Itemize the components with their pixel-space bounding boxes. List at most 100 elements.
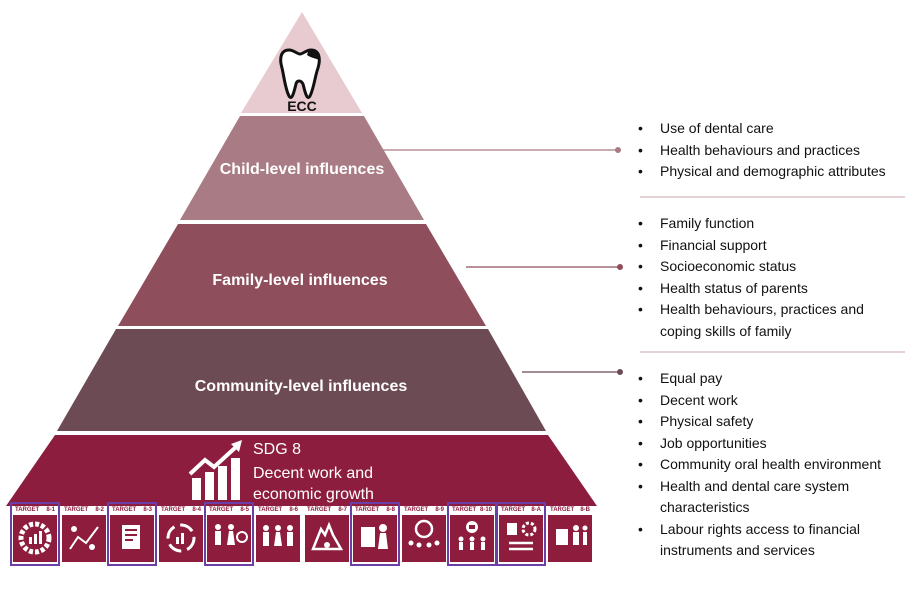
target-tile-8-4: TARGET 8-4	[159, 506, 203, 562]
sdg-growth-chart-icon	[188, 440, 242, 500]
target-tag-label: TARGET	[161, 507, 186, 513]
list-item: Health status of parents	[638, 278, 908, 300]
list-item: Decent work	[638, 390, 918, 412]
target-tag-number: 8-6	[289, 507, 298, 513]
youth-strategy-icon	[556, 525, 588, 545]
target-tile-8-1: TARGET 8-1	[13, 506, 57, 562]
connector-community	[522, 369, 623, 375]
highlight-box-8-5	[204, 502, 254, 566]
target-tag-label: TARGET	[452, 507, 477, 513]
target-tag-label: TARGET	[258, 507, 283, 513]
target-tile-8-7: TARGET 8-7	[305, 506, 349, 562]
target-tag-number: 8-B	[580, 507, 590, 513]
list-item: Use of dental care	[638, 118, 918, 140]
target-tag-number: 8-4	[192, 507, 201, 513]
target-tag: TARGET 8-9	[402, 506, 446, 515]
highlight-box-8-8	[350, 502, 400, 566]
productivity-chart-icon	[69, 526, 99, 550]
target-tag: TARGET 8-5	[207, 506, 251, 515]
highlight-box-8-a	[496, 502, 546, 566]
resource-efficiency-icon	[166, 523, 196, 553]
aid-for-trade-icon	[507, 521, 537, 551]
tier-sdg-base	[6, 435, 597, 506]
target-tag-label: TARGET	[209, 507, 234, 513]
tier-community-label: Community-level influences	[195, 378, 408, 395]
target-tile-8-b: TARGET 8-B	[548, 506, 592, 562]
target-tag-label: TARGET	[355, 507, 380, 513]
sdg-line-2: economic growth	[253, 486, 374, 503]
target-tag-label: TARGET	[501, 507, 526, 513]
target-tag-number: 8-10	[479, 507, 492, 513]
tier-child-label: Child-level influences	[220, 161, 385, 178]
target-tag-label: TARGET	[550, 507, 575, 513]
connector-child	[372, 147, 621, 153]
target-tag-number: 8-8	[386, 507, 395, 513]
target-tag-number: 8-7	[338, 507, 347, 513]
target-tag-label: TARGET	[307, 507, 332, 513]
target-tag: TARGET 8-B	[548, 506, 592, 515]
target-tile-8-9: TARGET 8-9	[402, 506, 446, 562]
target-tag-label: TARGET	[404, 507, 429, 513]
target-tag-number: 8-3	[143, 507, 152, 513]
target-tag: TARGET 8-4	[159, 506, 203, 515]
target-tag-number: 8-A	[531, 507, 541, 513]
target-tile-8-3: TARGET 8-3	[110, 506, 154, 562]
sdg-line-1: Decent work and	[253, 465, 374, 482]
labour-rights-icon	[361, 524, 388, 549]
youth-employment-icon	[263, 525, 293, 546]
list-item: Family function	[638, 213, 908, 235]
target-tile-8-5: TARGET 8-5	[207, 506, 251, 562]
target-tile-8-a: TARGET 8-A	[499, 506, 543, 562]
list-item: Job opportunities	[638, 433, 918, 455]
target-tag-label: TARGET	[64, 507, 89, 513]
policy-document-icon	[122, 525, 140, 549]
community-influences-list: Equal payDecent workPhysical safetyJob o…	[638, 368, 918, 562]
target-tag-label: TARGET	[112, 507, 137, 513]
tier-child	[180, 116, 424, 220]
highlight-box-8-3	[107, 502, 157, 566]
target-tag-label: TARGET	[15, 507, 40, 513]
target-tag: TARGET 8-2	[62, 506, 106, 515]
tier-family-label: Family-level influences	[212, 272, 387, 289]
target-tile-8-2: TARGET 8-2	[62, 506, 106, 562]
connector-family	[466, 264, 623, 270]
target-tag-number: 8-9	[435, 507, 444, 513]
family-influences-list: Family functionFinancial supportSocioeco…	[638, 213, 908, 342]
target-tag: TARGET 8-1	[13, 506, 57, 515]
financial-institutions-icon	[458, 521, 486, 550]
target-tag-number: 8-1	[46, 507, 55, 513]
child-influences-list: Use of dental careHealth behaviours and …	[638, 118, 918, 183]
target-tag: TARGET 8-3	[110, 506, 154, 515]
tier-family	[118, 224, 486, 326]
list-item: Equal pay	[638, 368, 918, 390]
list-item: Physical and demographic attributes	[638, 161, 918, 183]
target-tag: TARGET 8-6	[256, 506, 300, 515]
tooth-icon	[279, 48, 321, 99]
list-item: Health behaviours, practices and coping …	[638, 299, 908, 342]
list-item: Labour rights access to financial instru…	[638, 519, 918, 562]
target-tag: TARGET 8-8	[353, 506, 397, 515]
tier-community	[57, 329, 546, 431]
target-tile-8-6: TARGET 8-6	[256, 506, 300, 562]
list-item: Physical safety	[638, 411, 918, 433]
highlight-box-8-1	[10, 502, 60, 566]
highlight-box-8-10	[447, 502, 497, 566]
gdp-growth-icon	[18, 521, 52, 555]
list-item: Health and dental care system characteri…	[638, 476, 918, 519]
apex-label: ECC	[287, 98, 317, 114]
full-employment-icon	[215, 524, 248, 545]
list-item: Socioeconomic status	[638, 256, 908, 278]
target-tag: TARGET 8-7	[305, 506, 349, 515]
sdg-title: SDG 8	[253, 441, 302, 458]
target-tag-number: 8-5	[240, 507, 249, 513]
list-item: Community oral health environment	[638, 454, 918, 476]
list-item: Financial support	[638, 235, 908, 257]
end-forced-labour-icon	[311, 521, 344, 551]
target-tag-number: 8-2	[95, 507, 104, 513]
target-tag: TARGET 8-A	[499, 506, 543, 515]
list-item: Health behaviours and practices	[638, 140, 918, 162]
target-tile-8-8: TARGET 8-8	[353, 506, 397, 562]
